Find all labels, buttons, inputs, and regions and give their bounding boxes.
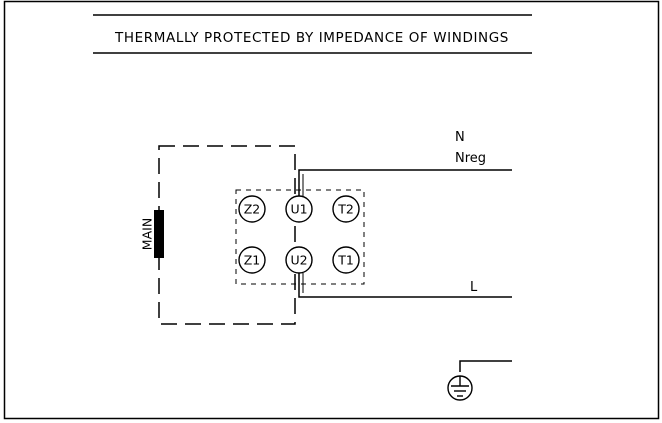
line-label: L [470,280,478,295]
terminal-z1: Z1 [238,246,266,274]
main-winding [154,210,164,258]
diagram-title: THERMALLY PROTECTED BY IMPEDANCE OF WIND… [114,30,509,46]
ground-wire [459,360,512,372]
diagram-frame [3,0,660,420]
line-wire [298,273,512,298]
winding-enclosure [158,145,296,325]
terminal-board [235,189,365,285]
svg-text:Z2: Z2 [244,202,261,217]
ground-icon [447,375,473,401]
svg-text:Z1: Z1 [244,253,261,268]
neutral-label: N [455,130,465,145]
terminal-u2: U2 [285,246,313,274]
svg-text:U2: U2 [290,253,307,268]
svg-text:U1: U1 [290,202,307,217]
main-winding-label: MAIN [140,218,155,250]
terminal-t1: T1 [332,246,360,274]
neutral-wire [298,169,512,196]
svg-text:T1: T1 [337,253,354,268]
neutral-reg-label: Nreg [455,151,486,166]
svg-text:T2: T2 [337,202,354,217]
terminal-t2: T2 [332,195,360,223]
terminal-z2: Z2 [238,195,266,223]
terminal-u1: U1 [285,195,313,223]
